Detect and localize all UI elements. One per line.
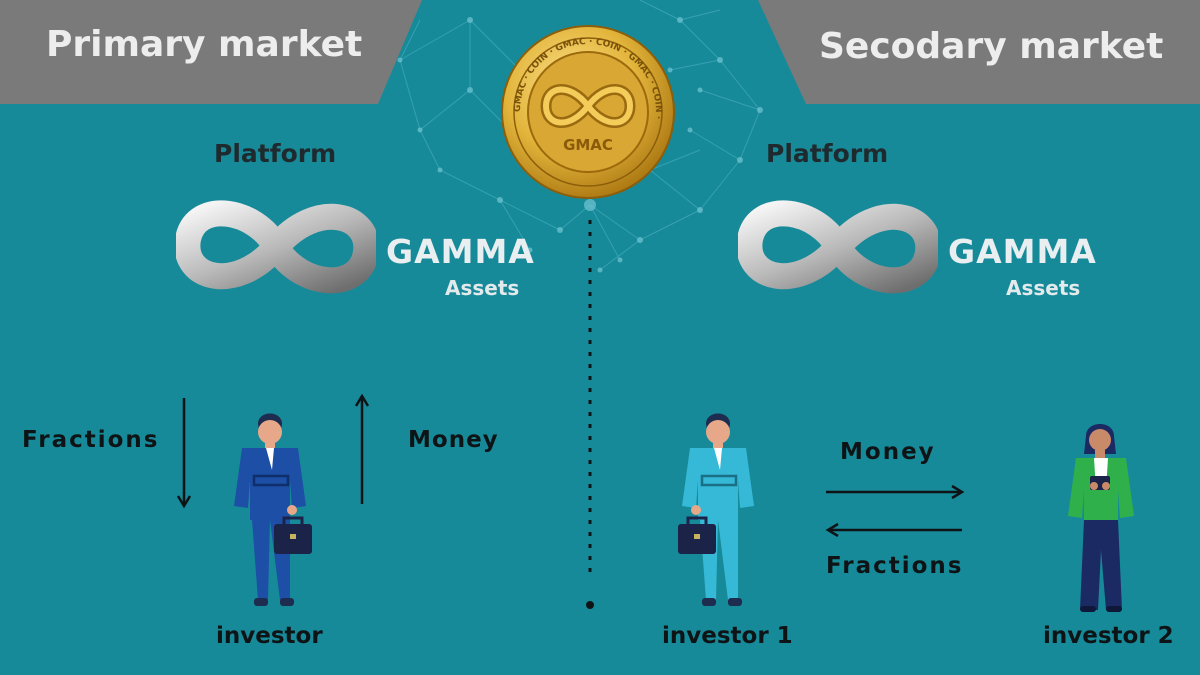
primary-platform-label: Platform bbox=[214, 139, 337, 168]
secondary-market-title: Secodary market bbox=[819, 26, 1164, 67]
primary-brand-sub: Assets bbox=[445, 276, 520, 300]
secondary-header-band bbox=[758, 0, 1200, 104]
arrow-up-icon bbox=[354, 394, 370, 504]
secondary-gamma-logo-icon bbox=[738, 200, 938, 294]
primary-market-title: Primary market bbox=[46, 24, 363, 65]
investor-2-label: investor 2 bbox=[1043, 623, 1174, 649]
market-divider bbox=[586, 220, 594, 609]
primary-header-band bbox=[0, 0, 422, 104]
secondary-brand-sub: Assets bbox=[1006, 276, 1081, 300]
arrow-right-icon bbox=[826, 484, 965, 500]
primary-gamma-logo-icon bbox=[176, 200, 376, 294]
investor-2-figure-icon bbox=[1068, 424, 1134, 612]
secondary-platform-label: Platform bbox=[766, 139, 889, 168]
gmac-coin-icon: GMAC · COIN · GMAC · COIN · GMAC · COIN … bbox=[501, 25, 675, 199]
primary-money-label: Money bbox=[408, 427, 499, 453]
header-bands bbox=[0, 0, 1200, 104]
investor-1-label: investor 1 bbox=[662, 623, 793, 649]
investor-figure-icon bbox=[234, 413, 312, 606]
primary-investor-label: investor bbox=[216, 623, 323, 649]
arrow-left-icon bbox=[825, 522, 962, 538]
arrow-down-icon bbox=[176, 398, 192, 509]
primary-brand-name: GAMMA bbox=[386, 232, 535, 271]
secondary-fractions-label: Fractions bbox=[826, 553, 964, 579]
secondary-brand-name: GAMMA bbox=[948, 232, 1097, 271]
primary-fractions-label: Fractions bbox=[22, 427, 160, 453]
investor-1-figure-icon bbox=[678, 413, 754, 606]
coin-center-text: GMAC bbox=[563, 136, 613, 154]
secondary-money-label: Money bbox=[840, 439, 936, 465]
